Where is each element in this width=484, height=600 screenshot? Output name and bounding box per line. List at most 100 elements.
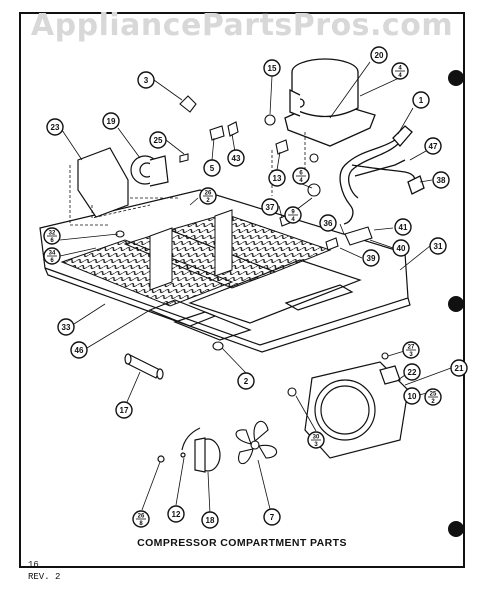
callout-circle	[412, 91, 430, 109]
callout-circle	[424, 137, 442, 155]
callout-denominator: 4	[291, 217, 295, 223]
callout-13: 13	[268, 169, 286, 187]
callout-circle	[237, 372, 255, 390]
callout-41: 41	[394, 218, 412, 236]
callout-denominator: 8	[139, 521, 143, 527]
callout-number: 10	[408, 392, 417, 401]
callout-number: 15	[268, 64, 277, 73]
callout-circle	[137, 71, 155, 89]
callout-circle	[102, 112, 120, 130]
callout-circle	[167, 505, 185, 523]
fan-shroud	[304, 361, 409, 459]
callout-number: 22	[408, 368, 417, 377]
callout-denominator: 3	[409, 352, 413, 358]
callout-circle	[263, 508, 281, 526]
callout-numerator: 6	[299, 171, 303, 177]
callout-number: 25	[154, 136, 163, 145]
callout-number: 43	[232, 154, 241, 163]
callout-26_2: 262	[199, 187, 217, 205]
callout-36: 36	[319, 214, 337, 232]
callout-numerator: 26	[205, 191, 212, 197]
callout-25: 25	[149, 131, 167, 149]
callout-number: 37	[266, 203, 275, 212]
callout-number: 46	[75, 346, 84, 355]
page-border	[19, 12, 465, 568]
callout-21: 21	[450, 359, 468, 377]
callout-circle	[57, 318, 75, 336]
callout-number: 5	[210, 164, 215, 173]
callout-number: 12	[172, 510, 181, 519]
revision-label: REV. 2	[28, 572, 61, 582]
callout-numerator: 27	[408, 345, 415, 351]
callout-circle	[263, 59, 281, 77]
callout-26_8: 268	[132, 510, 150, 528]
callout-32_6: 326	[43, 227, 61, 245]
callout-numerator: 4	[398, 66, 402, 72]
callout-2: 2	[237, 372, 255, 390]
callout-1: 1	[412, 91, 430, 109]
callout-number: 18	[206, 516, 215, 525]
callout-number: 40	[397, 244, 406, 253]
callout-number: 19	[107, 117, 116, 126]
callout-7: 7	[263, 508, 281, 526]
callout-denominator: 4	[398, 73, 402, 79]
callout-circle	[403, 387, 421, 405]
callout-number: 41	[399, 223, 408, 232]
callout-10: 10	[403, 387, 421, 405]
leader-lines	[59, 61, 452, 515]
diagram-caption: COMPRESSOR COMPARTMENT PARTS	[137, 537, 347, 549]
callout-circle	[261, 198, 279, 216]
small-parts	[115, 95, 389, 397]
callout-20: 20	[370, 46, 388, 64]
callout-circle	[70, 341, 88, 359]
callout-circle	[268, 169, 286, 187]
callout-3: 3	[137, 71, 155, 89]
callout-circle	[429, 237, 447, 255]
binder-hole-middle	[448, 296, 464, 312]
compressor	[284, 58, 376, 147]
callout-number: 13	[273, 174, 282, 183]
callout-circle	[450, 359, 468, 377]
callout-numerator: 32	[49, 231, 56, 237]
callout-33: 33	[57, 318, 75, 336]
watermark-text: AppliancePartsPros.com	[30, 8, 454, 43]
callout-number: 20	[375, 51, 384, 60]
binder-hole-top	[448, 70, 464, 86]
callout-number: 1	[419, 96, 424, 105]
callout-circle	[392, 239, 410, 257]
callout-34_6: 346	[43, 247, 61, 265]
fan-motor-and-bracket	[77, 147, 169, 218]
callout-23: 23	[46, 118, 64, 136]
callout-number: 2	[244, 377, 249, 386]
callout-circle	[115, 401, 133, 419]
callout-numerator: 25	[430, 392, 437, 398]
callout-31: 31	[429, 237, 447, 255]
callout-number: 7	[270, 513, 275, 522]
callout-27_3: 273	[402, 341, 420, 359]
callout-number: 23	[51, 123, 60, 132]
callout-number: 31	[434, 242, 443, 251]
callout-number: 33	[62, 323, 71, 332]
callout-46: 46	[70, 341, 88, 359]
callout-numerator: 30	[313, 435, 320, 441]
callout-40: 40	[392, 239, 410, 257]
callout-numerator: 9	[291, 210, 295, 216]
callout-numerator: 34	[49, 251, 56, 257]
callout-number: 38	[437, 176, 446, 185]
callout-circle	[432, 171, 450, 189]
callout-15: 15	[263, 59, 281, 77]
wire-harness	[339, 125, 425, 225]
callout-circle	[46, 118, 64, 136]
callout-number: 36	[324, 219, 333, 228]
fan-motor-front	[157, 427, 221, 473]
callout-number: 17	[120, 406, 129, 415]
callout-12: 12	[167, 505, 185, 523]
callout-43: 43	[227, 149, 245, 167]
callout-circle	[403, 363, 421, 381]
callout-9_4: 94	[284, 206, 302, 224]
page-number: 16	[28, 560, 39, 570]
callout-30_3: 303	[307, 431, 325, 449]
fan-blade	[235, 420, 277, 465]
callout-denominator: 2	[206, 198, 210, 204]
